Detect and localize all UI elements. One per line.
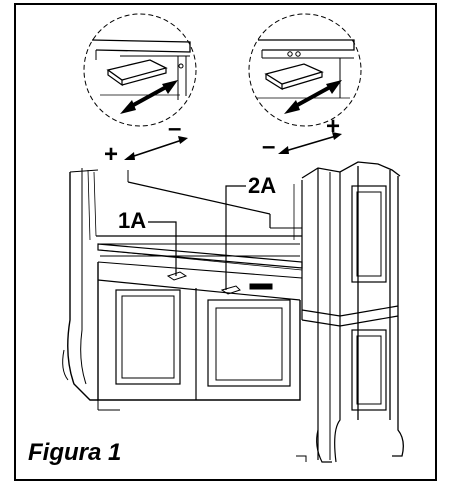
direction-arrow-right <box>278 132 342 154</box>
detail-circle-left <box>83 13 197 127</box>
minus-sign-right: – <box>262 133 275 160</box>
figure-frame <box>14 3 437 481</box>
figure-caption: Figura 1 <box>28 439 121 466</box>
plus-sign-right: + <box>326 113 340 140</box>
direction-arrow-left <box>124 136 188 160</box>
minus-sign-left: – <box>168 115 181 142</box>
callout-2a: 2A <box>225 173 276 290</box>
plus-sign-left: + <box>104 141 118 168</box>
detail-circle-right <box>248 13 362 127</box>
label-2a: 2A <box>248 173 276 198</box>
label-1a: 1A <box>118 208 146 233</box>
callout-1a: 1A <box>118 208 177 276</box>
appliance-body <box>62 161 404 463</box>
